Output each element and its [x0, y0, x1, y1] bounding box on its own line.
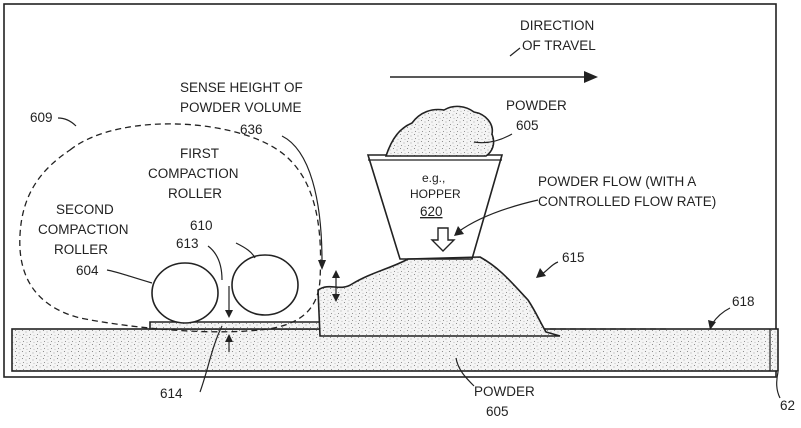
- leader-62: [777, 372, 780, 398]
- leader-610: [236, 243, 255, 258]
- leader-636-head: [318, 260, 326, 270]
- label-sense-ref: 636: [240, 122, 263, 137]
- compacted-layer: [150, 322, 320, 329]
- flow-down-arrow: [432, 228, 454, 251]
- label-direction-line2: OF TRAVEL: [522, 38, 596, 53]
- second-compaction-roller: [152, 263, 218, 323]
- direction-leader: [510, 48, 520, 56]
- label-flow-line2: CONTROLLED FLOW RATE): [538, 194, 716, 209]
- label-sense-line1: SENSE HEIGHT OF: [180, 80, 303, 95]
- label-hopper-ref: 620: [420, 204, 443, 219]
- label-first-line1: FIRST: [180, 146, 219, 161]
- label-ref-609: 609: [30, 110, 53, 125]
- leader-604: [107, 270, 152, 283]
- powder-pile: [318, 257, 560, 336]
- leader-615: [542, 262, 558, 274]
- leader-609: [58, 118, 76, 126]
- label-flow-line1: POWDER FLOW (WITH A: [538, 174, 696, 189]
- label-powder-top-ref: 605: [516, 118, 539, 133]
- label-second-line3: ROLLER: [54, 242, 108, 257]
- leader-powder-flow: [458, 200, 538, 232]
- label-first-ref: 610: [190, 218, 213, 233]
- leader-powder-flow-head: [454, 226, 464, 236]
- label-first-line3: ROLLER: [168, 186, 222, 201]
- label-second-ref: 604: [76, 263, 99, 278]
- label-ref-613: 613: [176, 236, 199, 251]
- leader-615-head: [536, 268, 546, 278]
- label-hopper-eg: e.g.,: [422, 171, 445, 185]
- leader-636: [282, 136, 322, 262]
- label-hopper-name: HOPPER: [410, 187, 461, 201]
- powder-in-hopper: [386, 106, 494, 156]
- label-sense-line2: POWDER VOLUME: [180, 100, 302, 115]
- label-powder-bottom: POWDER: [474, 384, 535, 399]
- label-second-line1: SECOND: [56, 202, 114, 217]
- label-ref-615: 615: [562, 250, 585, 265]
- sense-arrow-up: [332, 270, 340, 278]
- gap-arrow-down: [225, 310, 233, 318]
- first-compaction-roller: [232, 255, 298, 315]
- label-ref-62: 62: [780, 398, 795, 413]
- label-direction-line1: DIRECTION: [520, 18, 594, 33]
- label-powder-top: POWDER: [506, 98, 567, 113]
- label-second-line2: COMPACTION: [38, 222, 129, 237]
- label-first-line2: COMPACTION: [148, 166, 239, 181]
- label-ref-614: 614: [160, 386, 183, 401]
- leader-618: [712, 308, 730, 324]
- direction-arrow-head: [584, 71, 598, 83]
- label-powder-bottom-ref: 605: [486, 404, 509, 419]
- label-ref-618: 618: [732, 294, 755, 309]
